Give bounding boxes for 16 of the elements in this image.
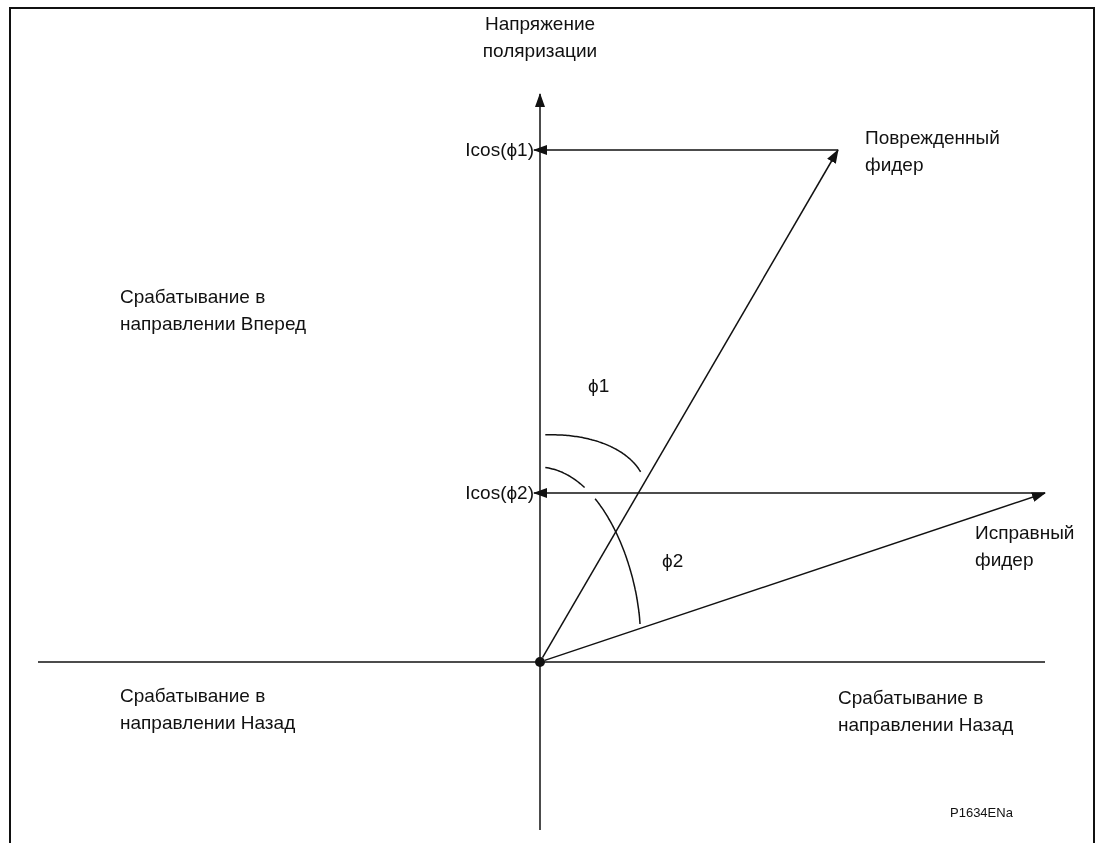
region-label: Срабатывание в направлении Назад xyxy=(838,686,1015,737)
angle-label: ϕ1 xyxy=(588,374,610,398)
vector-arrow xyxy=(544,492,1046,662)
figure-code: P1634ENa xyxy=(950,805,1013,821)
vector-arrow xyxy=(541,149,839,659)
region-label: Срабатывание в направлении Назад xyxy=(120,684,297,735)
vector-label: Исправный фидер xyxy=(975,493,1090,575)
vector-arrow xyxy=(533,145,839,155)
axis-value-label: Icos(ϕ1) xyxy=(436,136,534,164)
vector-label: Поврежденный фидер xyxy=(842,124,1057,184)
axis-value-label: Icos(ϕ2) xyxy=(436,479,534,507)
angle-label: ϕ2 xyxy=(662,549,684,573)
origin-point xyxy=(535,657,545,667)
region-label: Срабатывание в направлении Вперед xyxy=(120,285,308,336)
axis-title: Напряжение поляризации xyxy=(481,12,599,63)
vector-arrow xyxy=(533,488,1046,498)
